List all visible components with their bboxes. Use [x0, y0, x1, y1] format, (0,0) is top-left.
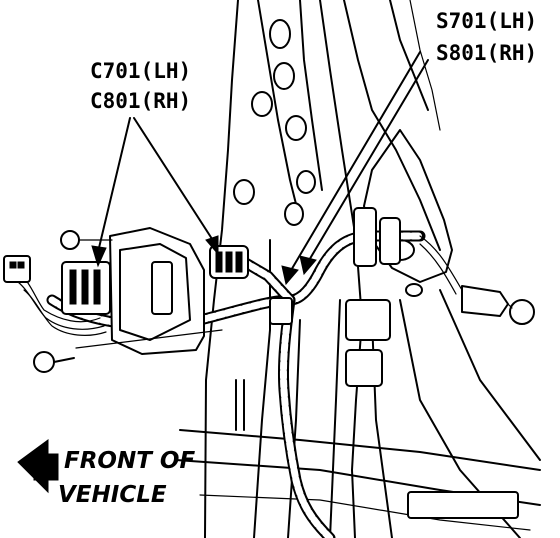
- callout-s801: S801(RH): [436, 41, 537, 65]
- front-of-vehicle-indicator: FRONT OF VEHICLE: [17, 439, 195, 508]
- callout-arrows: [91, 51, 429, 286]
- callout-s701: S701(LH): [436, 9, 537, 33]
- fasteners: [33, 230, 223, 373]
- front-label-line1: FRONT OF: [64, 448, 195, 474]
- callout-c701: C701(LH): [90, 59, 191, 83]
- right-connector: [405, 235, 535, 325]
- body-pillar: [175, 0, 541, 538]
- callout-c801: C801(RH): [90, 89, 191, 113]
- left-wire-bundle: [3, 255, 107, 336]
- connector-c701-assembly: [61, 227, 249, 355]
- front-label-line2: VEHICLE: [58, 482, 167, 508]
